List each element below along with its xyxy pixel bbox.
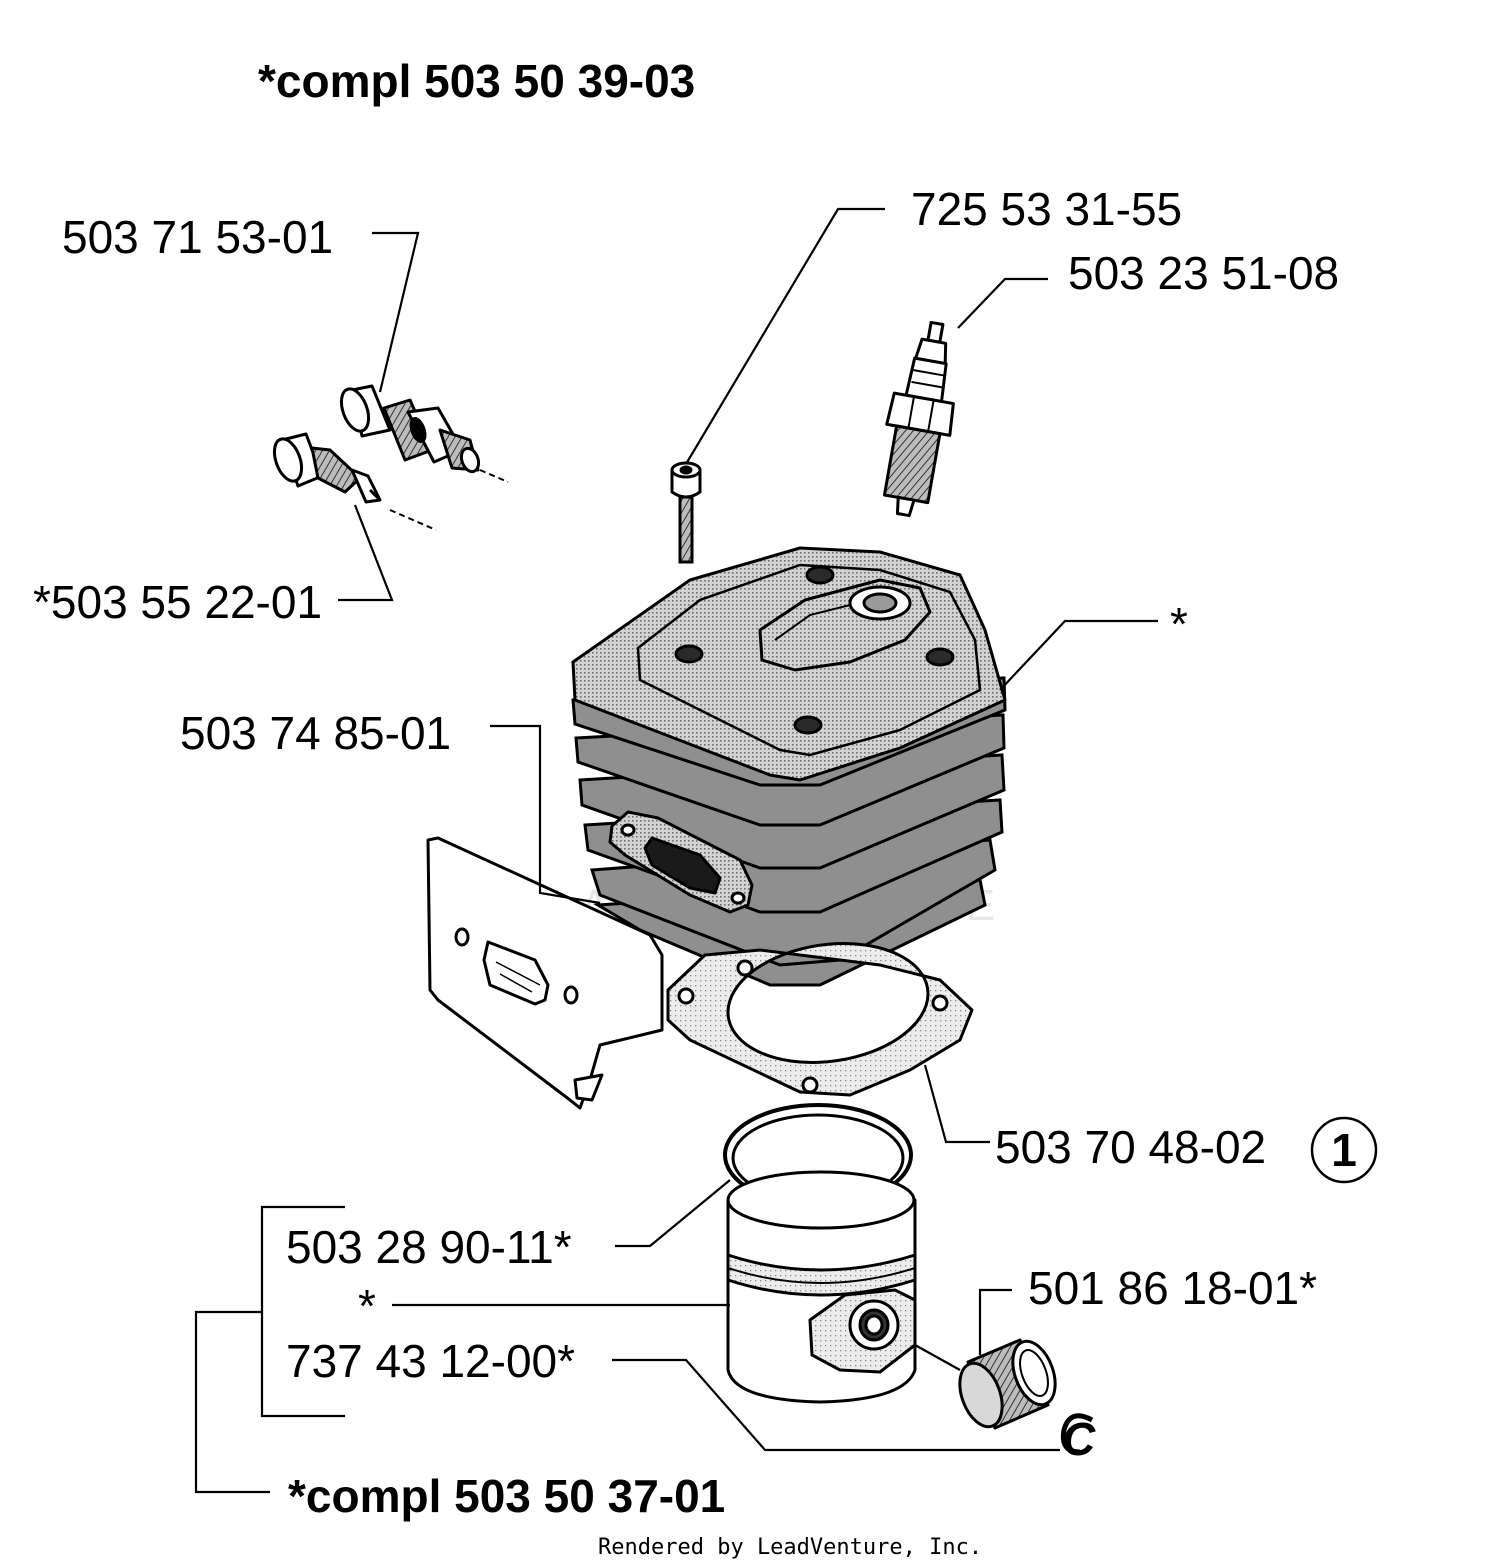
decompression-valve (339, 384, 509, 483)
label-piston-pin: 737 43 12-00* (286, 1335, 575, 1387)
label-circlip: C (1062, 1413, 1096, 1465)
label-decompression-valve: 503 71 53-01 (62, 211, 333, 263)
label-cylinder: * (1170, 598, 1188, 650)
piston (726, 1170, 917, 1404)
leader-lines (194, 207, 1158, 1494)
needle-bearing (958, 1338, 1057, 1430)
label-cylinder-kit: *compl 503 50 39-03 (258, 55, 695, 107)
cylinder-screw (670, 461, 702, 564)
label-piston-ring: 503 28 90-11* (286, 1221, 572, 1273)
callout-number: 1 (1331, 1124, 1357, 1176)
label-heat-shield: 503 74 85-01 (180, 707, 451, 759)
label-adjuster-screw: *503 55 22-01 (33, 576, 322, 628)
adjuster-screw (272, 432, 437, 531)
label-screw: 725 53 31-55 (911, 183, 1182, 235)
circlip (1060, 1413, 1094, 1455)
cylinder (571, 546, 1007, 987)
label-piston-kit: *compl 503 50 37-01 (288, 1470, 725, 1522)
label-piston: * (358, 1280, 376, 1332)
label-needle-bearing: 501 86 18-01* (1028, 1262, 1317, 1314)
label-spark-plug: 503 23 51-08 (1068, 247, 1339, 299)
spark-plug (882, 320, 955, 518)
cylinder-gasket (666, 942, 974, 1097)
callout-badge: 1 (1310, 1116, 1378, 1184)
footer-credit: Rendered by LeadVenture, Inc. (598, 1535, 982, 1560)
heat-shield (426, 836, 664, 1110)
label-cylinder-gasket: 503 70 48-02 (995, 1121, 1266, 1173)
